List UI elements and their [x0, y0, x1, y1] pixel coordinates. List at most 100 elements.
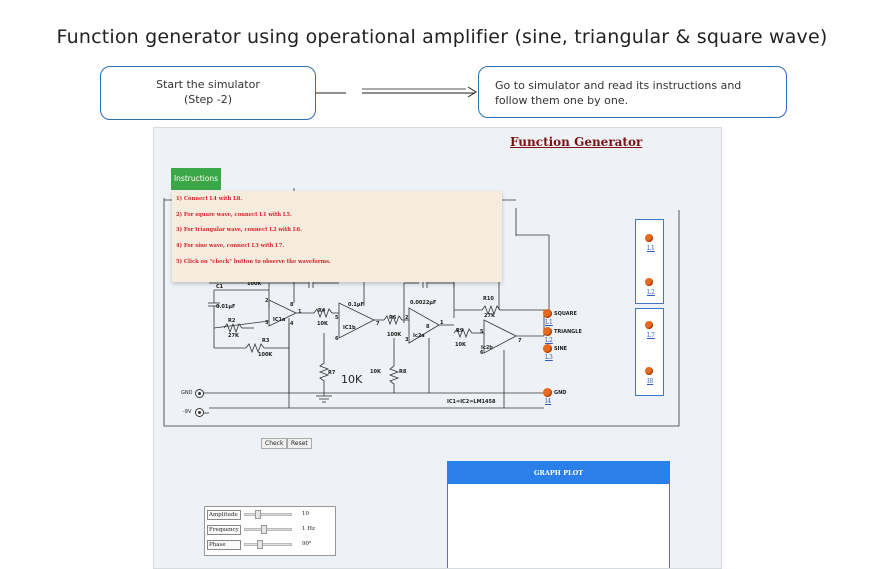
terminal-i8-label: I8 — [647, 378, 654, 385]
phase-slider-thumb[interactable] — [256, 540, 263, 549]
ic-type-note: IC1=IC2=LM1458 — [447, 399, 496, 405]
pin-label: 3 — [405, 337, 409, 343]
gnd-output-label: GND — [554, 390, 567, 396]
terminal-block-top: L1 L2 — [635, 219, 664, 304]
pin-label: 1 — [440, 320, 444, 326]
instructions-button[interactable]: Instructions — [171, 168, 221, 190]
r7-value: 10K — [341, 373, 363, 386]
amplitude-slider-track[interactable] — [244, 513, 292, 516]
frequency-label: Frequency — [207, 525, 241, 535]
square-output-terminal[interactable] — [543, 309, 552, 318]
frequency-control: Frequency 1 Hz — [206, 523, 334, 537]
r9-label: R9 — [456, 328, 464, 334]
r10-label: R10 — [483, 296, 494, 302]
r6-label: R6 — [389, 315, 397, 321]
triangle-link-label: L2 — [545, 337, 553, 344]
r8-label: R8 — [399, 369, 407, 375]
graph-plot-panel: GRAPH PLOT — [447, 461, 670, 568]
r9-value: 10K — [455, 342, 466, 348]
terminal-l7-label: L7 — [647, 332, 655, 339]
instruction-item: 3) For triangular wave, connect L2 with … — [176, 227, 302, 233]
instruction-item: 2) For square wave, connect L1 with L5. — [176, 212, 292, 218]
square-link-label: L1 — [545, 319, 553, 326]
circuit-diagram — [163, 188, 680, 427]
controls-panel: Amplitude 10 Frequency 1 Hz Phase 90⁰ — [204, 506, 336, 556]
terminal-i8[interactable] — [645, 367, 653, 375]
sine-output-label: SINE — [554, 346, 568, 352]
terminal-l1[interactable] — [645, 234, 653, 242]
amplitude-control: Amplitude 10 — [206, 508, 334, 522]
r2-value: 27K — [228, 333, 239, 339]
gnd-link-label: I4 — [545, 398, 552, 405]
r3-label: R3 — [262, 338, 270, 344]
instruction-item: 1) Connect L4 with L8. — [176, 196, 243, 202]
pin-label: 3 — [265, 320, 269, 326]
pin-label: 7 — [518, 338, 522, 344]
frequency-slider-thumb[interactable] — [260, 525, 267, 534]
r4-label: R4 — [318, 308, 326, 314]
pin-label: 1 — [298, 309, 302, 315]
ic1a-label: IC1a — [273, 317, 286, 323]
r8-value: 10K — [370, 369, 381, 375]
amplitude-label: Amplitude — [207, 510, 241, 520]
triangle-output-label: TRIANGLE — [554, 329, 582, 335]
phase-slider-track[interactable] — [244, 543, 292, 546]
instruction-item: 5) Click on "check" button to observe th… — [176, 259, 331, 265]
terminal-block-bottom: L7 I8 — [635, 308, 664, 396]
pin-label: 5 — [335, 315, 339, 321]
gnd-output-terminal[interactable] — [543, 388, 552, 397]
c1-value: 0.01µF — [216, 304, 236, 310]
gnd-terminal[interactable] — [195, 389, 204, 398]
triangle-output-terminal[interactable] — [543, 327, 552, 336]
pin-label: 6 — [480, 350, 484, 356]
step-box-start-simulator: Start the simulator (Step -2) — [100, 66, 316, 120]
r10-value: 27K — [484, 313, 495, 319]
r3-value: 100K — [258, 352, 273, 358]
terminal-l2-label: L2 — [647, 289, 655, 296]
ic2b-label: Ic2b — [481, 345, 493, 351]
ic1b-label: IC1b — [343, 325, 356, 331]
page-title: Function generator using operational amp… — [56, 26, 828, 48]
sine-output-terminal[interactable] — [543, 344, 552, 353]
pin-label: 4 — [290, 321, 294, 327]
pin-label: 2 — [405, 315, 409, 321]
graph-plot-title: GRAPH PLOT — [448, 462, 669, 484]
c2-value: 0.1µF — [348, 302, 364, 308]
phase-control: Phase 90⁰ — [206, 538, 334, 552]
r7-label: R7 — [328, 370, 336, 376]
c3-value: 0.0022µF — [410, 300, 437, 306]
amplitude-slider-thumb[interactable] — [254, 510, 261, 519]
r4-value: 10K — [317, 321, 328, 327]
terminal-l7[interactable] — [645, 321, 653, 329]
amplitude-value: 10 — [302, 511, 309, 517]
sine-link-label: L3 — [545, 354, 553, 361]
step-arrow — [316, 86, 477, 98]
gnd-terminal-label: GND — [181, 390, 193, 396]
frequency-slider-track[interactable] — [244, 528, 292, 531]
step-left-subtext: (Step -2) — [183, 93, 233, 106]
pin-label: 2 — [265, 298, 269, 304]
terminal-l2[interactable] — [645, 278, 653, 286]
instruction-item: 4) For sine wave, connect L3 with L7. — [176, 243, 285, 249]
r1-value: 100K — [247, 281, 262, 287]
step-box-read-instructions: Go to simulator and read its instruction… — [478, 66, 787, 118]
r2-label: R2 — [228, 318, 236, 324]
simulator-panel: Function Generator — [153, 127, 722, 569]
phase-value: 90⁰ — [302, 541, 312, 547]
pin-label: 8 — [426, 324, 430, 330]
reset-button[interactable]: Reset — [287, 438, 312, 449]
pin-label: 8 — [290, 302, 294, 308]
ic2a-label: Ic2a — [413, 333, 425, 339]
pin-label: 7 — [376, 321, 380, 327]
check-button[interactable]: Check — [261, 438, 288, 449]
neg9v-terminal[interactable] — [195, 408, 204, 417]
pin-label: 5 — [480, 329, 484, 335]
instructions-panel: 1) Connect L4 with L8. 2) For square wav… — [172, 191, 502, 282]
simulator-title: Function Generator — [510, 135, 643, 149]
step-left-text: Start the simulator — [156, 78, 260, 91]
neg9v-terminal-label: -9V — [183, 409, 192, 415]
terminal-l1-label: L1 — [647, 245, 655, 252]
phase-label: Phase — [207, 540, 241, 550]
frequency-value: 1 Hz — [302, 526, 315, 532]
r6-value: 100K — [387, 332, 402, 338]
